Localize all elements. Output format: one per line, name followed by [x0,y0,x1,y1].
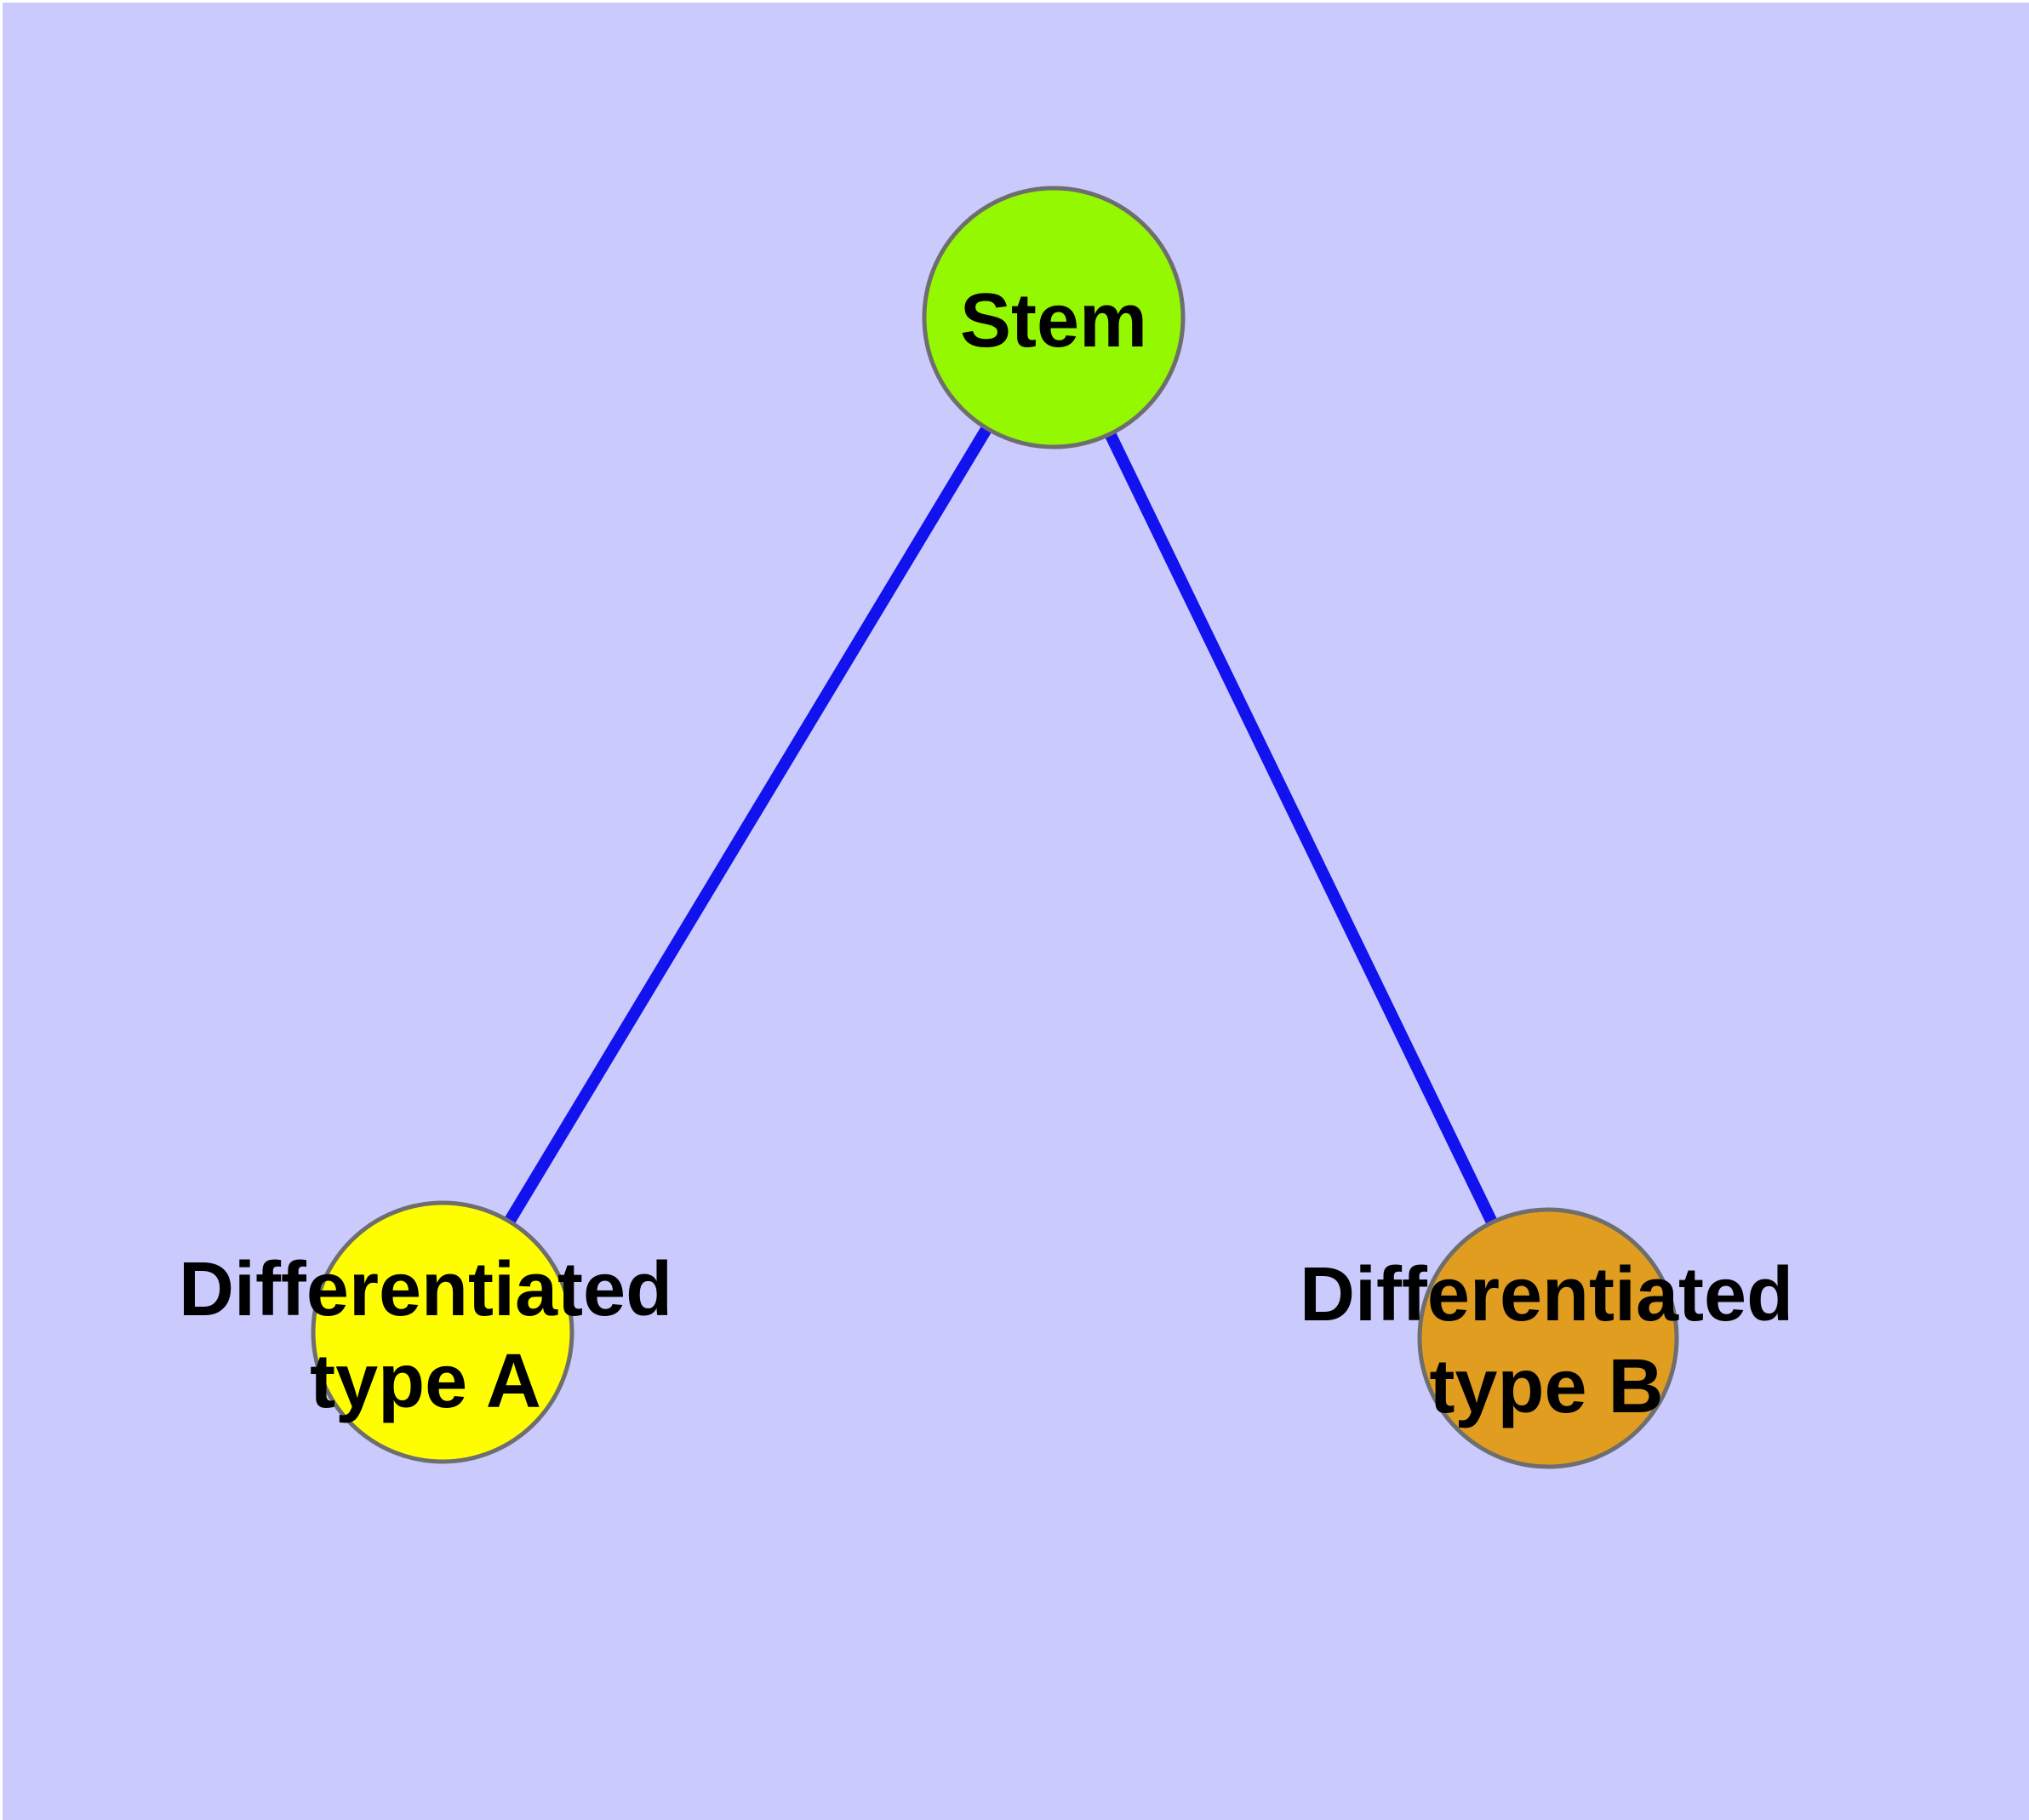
stem-node-circle [922,186,1186,449]
edge-stem-to-type-b [1048,314,1554,1342]
differentiated-type-a-node-circle [311,1200,574,1464]
edge-stem-to-type-a [437,314,1059,1336]
diagram-canvas: Stem Differentiated type A Differentiate… [3,3,2029,1820]
graph-svg [3,3,2029,1820]
differentiated-type-b-node-circle [1417,1207,1679,1469]
